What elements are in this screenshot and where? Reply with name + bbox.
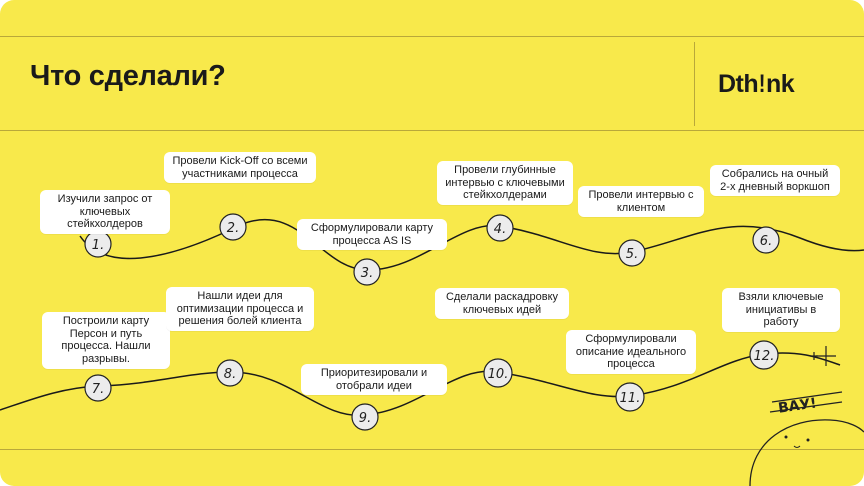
step-number-4: 4. xyxy=(486,214,514,242)
svg-text:12.: 12. xyxy=(754,349,775,364)
step-number-8: 8. xyxy=(216,359,244,387)
step-number-6: 6. xyxy=(752,226,780,254)
step-2-card: Провели Kick-Off со всеми участниками пр… xyxy=(164,152,316,184)
svg-text:2.: 2. xyxy=(227,221,239,236)
svg-text:5.: 5. xyxy=(626,247,638,262)
dthink-logo: Dth!nk xyxy=(718,70,795,98)
sparkle-icon xyxy=(810,346,836,366)
step-number-10: 10. xyxy=(483,358,513,388)
step-number-7: 7. xyxy=(84,374,112,402)
svg-text:7.: 7. xyxy=(92,382,104,397)
header-top-rule xyxy=(0,36,864,37)
header-divider xyxy=(694,42,695,126)
step-6-card: Собрались на очный 2-х дневный воркшоп xyxy=(710,165,840,197)
svg-text:1.: 1. xyxy=(92,238,104,253)
step-number-3: 3. xyxy=(353,258,381,286)
footer-rule xyxy=(0,449,864,450)
svg-text:6.: 6. xyxy=(760,234,772,249)
svg-text:9.: 9. xyxy=(359,411,371,426)
header-bottom-rule xyxy=(0,130,864,131)
step-number-11: 11. xyxy=(615,382,645,412)
step-8-card: Нашли идеи для оптимизации процесса и ре… xyxy=(166,287,314,331)
step-1-card: Изучили запрос от ключевых стейкхолдеров xyxy=(40,190,170,234)
step-11-card: Сформулировали описание идеального проце… xyxy=(566,330,696,374)
step-3-card: Сформулировали карту процесса AS IS xyxy=(297,219,447,251)
step-number-9: 9. xyxy=(351,403,379,431)
doodle-creature-icon: ВАУ! xyxy=(749,391,864,486)
svg-text:11.: 11. xyxy=(620,391,641,406)
step-10-card: Сделали раскадровку ключевых идей xyxy=(435,288,569,320)
step-4-card: Провели глубинные интервью с ключевыми с… xyxy=(437,161,573,205)
step-12-card: Взяли ключевые инициативы в работу xyxy=(722,288,840,332)
step-7-card: Построили карту Персон и путь процесса. … xyxy=(42,312,170,369)
step-number-1: 1. xyxy=(84,230,112,258)
svg-text:ВАУ!: ВАУ! xyxy=(777,395,818,416)
step-9-card: Приоритезировали и отобрали идеи xyxy=(301,364,447,396)
svg-text:8.: 8. xyxy=(224,367,236,382)
wave-line-top xyxy=(79,218,864,271)
svg-text:10.: 10. xyxy=(488,367,509,382)
step-number-5: 5. xyxy=(618,239,646,267)
step-number-2: 2. xyxy=(219,213,247,241)
svg-text:3.: 3. xyxy=(361,266,373,281)
page-title: Что сделали? xyxy=(30,60,226,92)
step-5-card: Провели интервью с клиентом xyxy=(578,186,704,218)
step-number-12: 12. xyxy=(749,340,779,370)
svg-text:4.: 4. xyxy=(494,222,506,237)
